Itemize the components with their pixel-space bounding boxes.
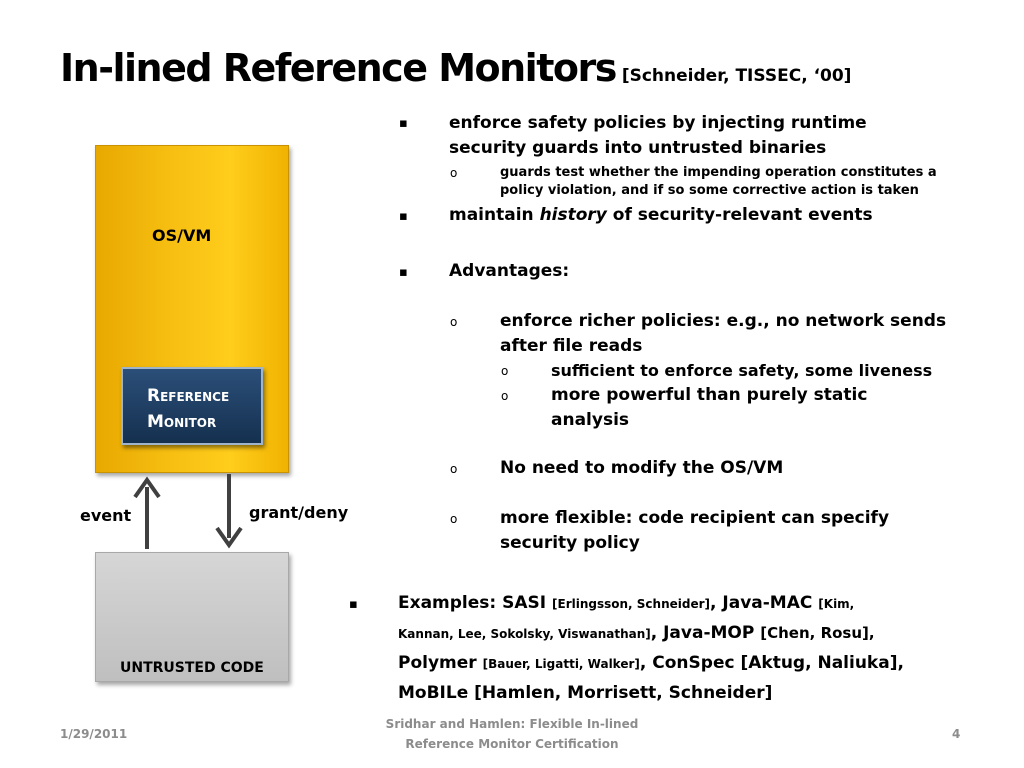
bullet-1-line1: enforce safety policies by injecting run… — [449, 113, 867, 133]
reference-monitor-line1: Reference — [147, 386, 230, 406]
java-mac-citation-1: [Kim, — [818, 597, 855, 611]
examples-label: Examples: SASI — [398, 593, 553, 613]
examples-line4: MoBILe [Hamlen, Morrisett, Schneider] — [398, 683, 773, 703]
untrusted-code-box — [95, 552, 289, 682]
bullet-marker: ▪ — [399, 116, 408, 131]
advantage-1-sub-2: more powerful than purely static analysi… — [551, 383, 867, 433]
advantage-1: enforce richer policies: e.g., no networ… — [500, 309, 946, 359]
advantage-3-line2: security policy — [500, 533, 640, 553]
java-mac: , Java-MAC — [710, 593, 819, 613]
conspec: , ConSpec [Aktug, Naliuka], — [639, 653, 904, 673]
sub-sub-bullet-marker: o — [501, 364, 509, 378]
sasi-citation: [Erlingsson, Schneider] — [552, 597, 711, 611]
bullet-2-emphasis: history — [539, 205, 607, 225]
untrusted-code-label: UNTRUSTED CODE — [120, 660, 264, 676]
title-citation: [Schneider, TISSEC, ‘00] — [621, 66, 852, 86]
examples-line3: Polymer [Bauer, Ligatti, Walker], ConSpe… — [398, 649, 998, 679]
bullet-2: maintain history of security-relevant ev… — [449, 203, 873, 228]
advantage-1-line1: enforce richer policies: e.g., no networ… — [500, 311, 947, 331]
advantage-3: more flexible: code recipient can specif… — [500, 506, 889, 556]
examples-line2: Kannan, Lee, Sokolsky, Viswanathan], Jav… — [398, 619, 998, 649]
bullet-marker: ▪ — [399, 209, 408, 224]
java-mac-citation-2: Kannan, Lee, Sokolsky, Viswanathan] — [398, 627, 651, 641]
footer-center-line1: Sridhar and Hamlen: Flexible In-lined — [385, 717, 639, 731]
polymer: Polymer — [398, 653, 483, 673]
bullet-3-advantages: Advantages: — [449, 261, 570, 281]
grant-deny-arrow-down — [215, 474, 243, 549]
bullet-1-sub-line2: policy violation, and if so some correct… — [500, 183, 919, 198]
footer-center-line2: Reference Monitor Certification — [405, 737, 619, 751]
advantage-1-sub-2-line1: more powerful than purely static — [551, 385, 868, 405]
polymer-citation: [Bauer, Ligatti, Walker] — [482, 657, 640, 671]
examples-line1: Examples: SASI [Erlingsson, Schneider], … — [398, 589, 998, 619]
bullet-2-pre: maintain — [449, 205, 540, 225]
title-text: In-lined Reference Monitors — [60, 46, 617, 90]
bullet-1-line2: security guards into untrusted binaries — [449, 138, 827, 158]
event-arrow-up — [133, 476, 161, 549]
sub-bullet-marker: o — [450, 512, 458, 526]
bullet-marker: ▪ — [399, 265, 408, 280]
reference-monitor-line2: Monitor — [147, 412, 217, 432]
bullet-marker: ▪ — [349, 597, 358, 612]
advantage-1-sub-2-line2: analysis — [551, 410, 630, 430]
footer-center: Sridhar and Hamlen: Flexible In-lined Re… — [340, 714, 684, 754]
event-label: event — [80, 506, 132, 525]
sub-bullet-marker: o — [450, 315, 458, 329]
java-mop: , Java-MOP — [650, 623, 761, 643]
sub-sub-bullet-marker: o — [501, 389, 509, 403]
advantage-1-sub-1: sufficient to enforce safety, some liven… — [551, 361, 933, 380]
bullet-1-sub: guards test whether the impending operat… — [500, 164, 937, 200]
footer-date: 1/29/2011 — [60, 727, 128, 741]
sub-bullet-marker: o — [450, 462, 458, 476]
advantage-2: No need to modify the OS/VM — [500, 458, 784, 478]
slide-title: In-lined Reference Monitors[Schneider, T… — [60, 46, 851, 90]
advantage-3-line1: more flexible: code recipient can specif… — [500, 508, 890, 528]
java-mop-citation: [Chen, Rosu], — [760, 624, 875, 642]
os-vm-label: OS/VM — [152, 226, 212, 245]
grant-deny-label: grant/deny — [249, 503, 349, 522]
bullet-1-sub-line1: guards test whether the impending operat… — [500, 165, 937, 180]
advantage-1-line2: after file reads — [500, 336, 643, 356]
bullet-2-post: of security-relevant events — [606, 205, 873, 225]
reference-monitor-box: Reference Monitor — [121, 367, 263, 445]
footer-page-number: 4 — [952, 727, 961, 741]
bullet-1: enforce safety policies by injecting run… — [449, 111, 867, 161]
sub-bullet-marker: o — [450, 166, 458, 180]
examples-paragraph: Examples: SASI [Erlingsson, Schneider], … — [398, 589, 998, 708]
